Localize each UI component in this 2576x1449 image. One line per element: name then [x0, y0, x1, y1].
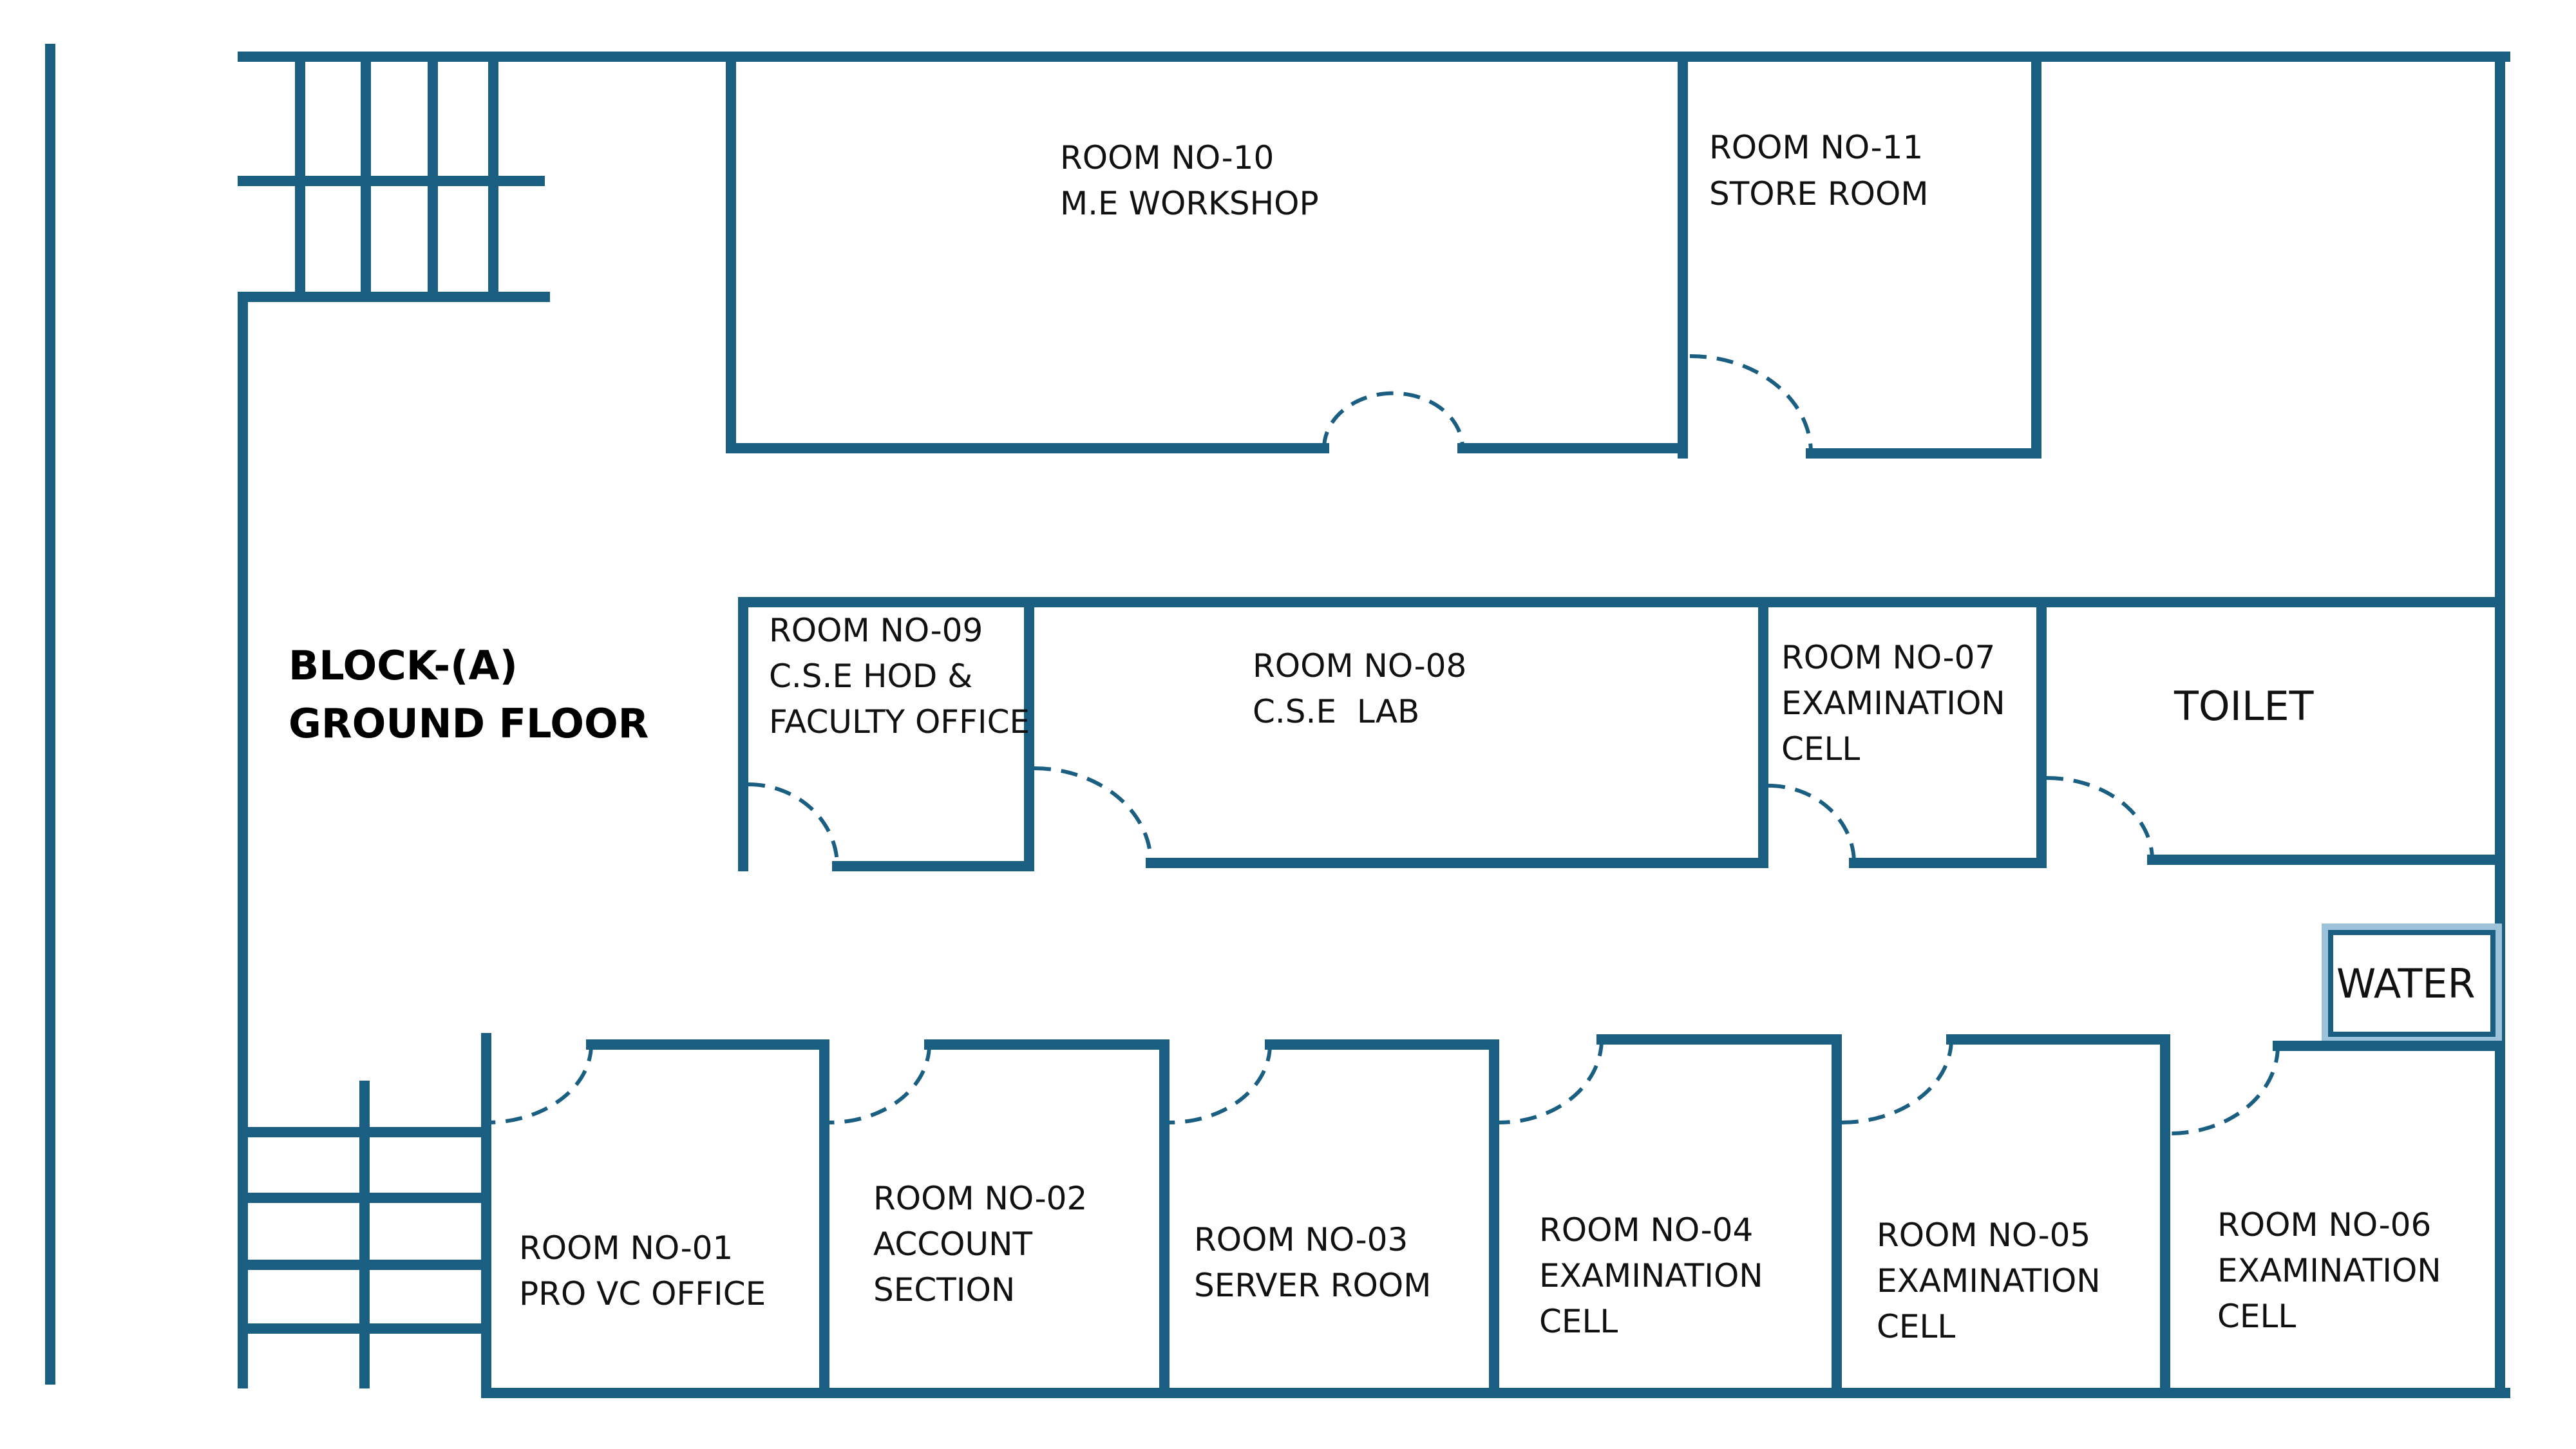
room-07-door[interactable] — [1768, 784, 1856, 864]
room-08-door[interactable] — [1034, 766, 1153, 864]
room-05-number: ROOM NO-05 — [1877, 1217, 2090, 1254]
room-05-name: EXAMINATION — [1877, 1262, 2101, 1300]
room-08-name: C.S.E LAB — [1253, 693, 1419, 730]
room-08-label: ROOM NO-08 C.S.E LAB — [1253, 647, 1466, 730]
room-10-door[interactable] — [1322, 391, 1464, 449]
room-06-name: EXAMINATION — [2217, 1252, 2441, 1289]
room-06-label: ROOM NO-06 EXAMINATION CELL — [2217, 1206, 2441, 1335]
room-04-name-line2: CELL — [1539, 1303, 1618, 1340]
room-11-label: ROOM NO-11 STORE ROOM — [1709, 129, 1928, 213]
room-03-label: ROOM NO-03 SERVER ROOM — [1194, 1221, 1431, 1304]
staircase-bottom — [238, 1081, 491, 1388]
toilet-label: TOILET — [2174, 683, 2315, 730]
room-10-name: M.E WORKSHOP — [1060, 185, 1319, 222]
room-06-name-line2: CELL — [2217, 1298, 2296, 1335]
room-03-name: SERVER ROOM — [1194, 1267, 1431, 1304]
room-06-door[interactable] — [2170, 1045, 2280, 1135]
room-07-name: EXAMINATION — [1781, 685, 2005, 722]
room-09-label: ROOM NO-09 C.S.E HOD & FACULTY OFFICE — [769, 612, 1030, 741]
room-02-name-line2: SECTION — [873, 1271, 1015, 1309]
room-01-door[interactable] — [491, 1044, 594, 1124]
room-10-number: ROOM NO-10 — [1060, 139, 1274, 176]
room-07-number: ROOM NO-07 — [1781, 639, 1995, 676]
room-11-walls — [1806, 52, 2041, 459]
block-title: BLOCK-(A) GROUND FLOOR — [289, 642, 649, 747]
room-05-door[interactable] — [1841, 1039, 1953, 1124]
room-11-door[interactable] — [1689, 354, 1814, 454]
room-11-number: ROOM NO-11 — [1709, 129, 1923, 166]
room-04-number: ROOM NO-04 — [1539, 1211, 1753, 1249]
room-09-name: C.S.E HOD & — [769, 658, 972, 695]
room-05-name-line2: CELL — [1877, 1308, 1955, 1345]
room-04-door[interactable] — [1499, 1039, 1604, 1124]
room-03-door[interactable] — [1169, 1044, 1272, 1124]
room-07-name-line2: CELL — [1781, 730, 1860, 768]
room-04-label: ROOM NO-04 EXAMINATION CELL — [1539, 1211, 1763, 1340]
bottom-rooms-walls — [481, 1033, 2505, 1398]
room-01-number: ROOM NO-01 — [519, 1229, 733, 1267]
room-06-number: ROOM NO-06 — [2217, 1206, 2431, 1244]
staircase-top — [238, 52, 545, 302]
room-11-name: STORE ROOM — [1709, 175, 1928, 213]
room-09-door[interactable] — [748, 782, 839, 867]
middle-block-walls — [738, 597, 2505, 871]
room-05-label: ROOM NO-05 EXAMINATION CELL — [1877, 1217, 2101, 1345]
water-label: WATER — [2336, 960, 2476, 1007]
room-08-number: ROOM NO-08 — [1253, 647, 1466, 685]
room-02-name: ACCOUNT — [873, 1226, 1033, 1263]
water-box — [2328, 930, 2496, 1037]
room-10-walls — [726, 52, 1688, 459]
room-01-name: PRO VC OFFICE — [519, 1275, 766, 1312]
room-02-door[interactable] — [829, 1044, 931, 1124]
toilet-door[interactable] — [2046, 776, 2154, 860]
room-01-label: ROOM NO-01 PRO VC OFFICE — [519, 1229, 766, 1312]
room-07-label: ROOM NO-07 EXAMINATION CELL — [1781, 639, 2005, 768]
room-09-number: ROOM NO-09 — [769, 612, 983, 649]
room-03-number: ROOM NO-03 — [1194, 1221, 1408, 1258]
water-box-glow — [2322, 923, 2502, 1043]
room-02-number: ROOM NO-02 — [873, 1180, 1087, 1217]
room-09-name-line2: FACULTY OFFICE — [769, 703, 1030, 741]
room-10-label: ROOM NO-10 M.E WORKSHOP — [1060, 139, 1319, 222]
block-title-line1: BLOCK-(A) — [289, 642, 518, 689]
block-title-line2: GROUND FLOOR — [289, 700, 649, 747]
room-02-label: ROOM NO-02 ACCOUNT SECTION — [873, 1180, 1087, 1309]
room-04-name: EXAMINATION — [1539, 1257, 1763, 1294]
